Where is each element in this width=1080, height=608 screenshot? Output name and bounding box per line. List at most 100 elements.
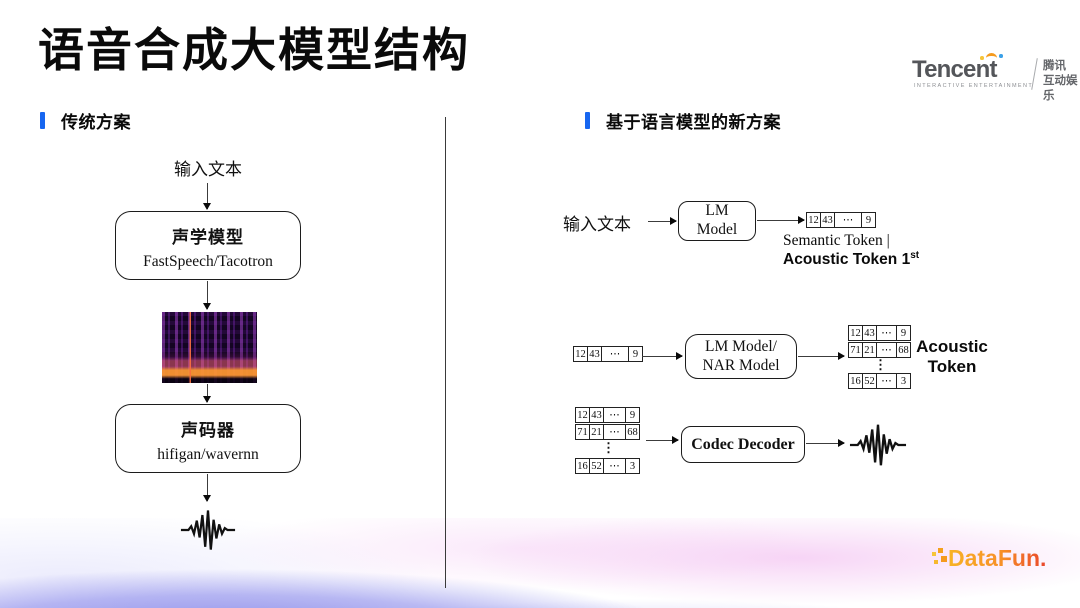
lm-nar-line2: NAR Model xyxy=(702,356,780,374)
datafun-pixel-icon xyxy=(941,556,947,562)
right-section-title: 基于语言模型的新方案 xyxy=(606,112,781,132)
tencent-chinese-name: 腾讯 互动娱乐 xyxy=(1043,59,1080,104)
token-row: 12 43 ⋯ 9 xyxy=(575,407,640,423)
lm-model-box: LM Model xyxy=(678,201,756,241)
token-cell: 12 xyxy=(574,347,588,361)
arrow-right-icon xyxy=(806,439,845,448)
tencent-logo: Tencent INTERACTIVE ENTERTAINMENT 腾讯 互动娱… xyxy=(912,53,1080,104)
datafun-wordmark: DataFun. xyxy=(948,545,1047,571)
tencent-cn-line2: 互动娱乐 xyxy=(1043,74,1078,102)
tencent-blue-dot-icon xyxy=(999,54,1003,58)
token-cell: 52 xyxy=(863,374,877,388)
acoustic-model-subtitle: FastSpeech/Tacotron xyxy=(143,253,273,270)
blue-bar-icon xyxy=(40,111,45,129)
token-cell: 3 xyxy=(900,375,907,387)
acoustic-model-box: 声学模型 FastSpeech/Tacotron xyxy=(115,211,301,280)
token-row: 71 21 ⋯ 68 xyxy=(848,342,911,358)
right-input-text-label: 输入文本 xyxy=(563,215,631,234)
token-cell: 43 xyxy=(588,347,602,361)
acoustic-token-1st-text: Acoustic Token 1 xyxy=(783,251,911,269)
tencent-yellow-dot-icon xyxy=(980,56,984,60)
token-row: 12 43 ⋯ 9 xyxy=(848,325,911,341)
vocoder-title: 声码器 xyxy=(181,421,235,440)
lm-nar-model-box: LM Model/ NAR Model xyxy=(685,334,797,379)
token-cell: 9 xyxy=(900,327,907,339)
token-row: 16 52 ⋯ 3 xyxy=(848,373,911,389)
token-cell: 16 xyxy=(849,374,863,388)
lm-model-line1: LM xyxy=(705,202,729,220)
token-cell: ⋯ xyxy=(604,408,626,422)
token-cell: ⋯ xyxy=(835,213,862,227)
token-row: 12 43 ⋯ 9 xyxy=(806,212,876,228)
lm-model-line2: Model xyxy=(696,221,738,238)
token-cell: 52 xyxy=(590,459,604,473)
token-cell: 9 xyxy=(632,348,639,360)
token-cell: 21 xyxy=(863,343,877,357)
lm-nar-line1: LM Model/ xyxy=(705,337,777,355)
token-cell: 12 xyxy=(807,213,821,227)
page-title: 语音合成大模型结构 xyxy=(38,24,470,76)
token-cell: 12 xyxy=(576,408,590,422)
token-cell: 71 xyxy=(576,425,590,439)
semantic-token-label: Semantic Token | xyxy=(783,232,890,249)
left-input-text-label: 输入文本 xyxy=(174,160,242,179)
arrow-down-icon xyxy=(202,384,211,403)
datafun-pixel-icon xyxy=(932,552,936,556)
acoustic-token-line2: Token xyxy=(927,356,977,376)
codec-decoder-box: Codec Decoder xyxy=(681,426,805,463)
tencent-arc-icon xyxy=(986,53,997,63)
arrow-right-icon xyxy=(757,216,805,225)
blue-bar-icon xyxy=(585,111,590,129)
token-cell: 71 xyxy=(849,343,863,357)
token-cell: 43 xyxy=(590,408,604,422)
left-section-title: 传统方案 xyxy=(61,112,131,132)
datafun-pixel-icon xyxy=(938,548,943,553)
vertical-divider xyxy=(445,117,446,588)
acoustic-token-line1: Acoustic xyxy=(916,337,988,356)
datafun-pixel-icon xyxy=(934,560,938,564)
token-cell: ⋯ xyxy=(604,425,626,439)
acoustic-token-1st-sup: st xyxy=(910,250,920,261)
token-cell: 43 xyxy=(821,213,835,227)
token-cell: 12 xyxy=(849,326,863,340)
token-cell: 9 xyxy=(865,214,872,226)
tencent-tagline: INTERACTIVE ENTERTAINMENT xyxy=(914,83,1034,89)
arrow-right-icon xyxy=(648,217,677,226)
acoustic-token-label: Acoustic Token xyxy=(912,337,992,376)
token-cell: 3 xyxy=(629,460,636,472)
waveform-icon xyxy=(849,424,907,466)
token-cell: 9 xyxy=(629,409,636,421)
tencent-wordmark: Tencent xyxy=(912,56,997,83)
token-row: 16 52 ⋯ 3 xyxy=(575,458,640,474)
token-cell: ⋯ xyxy=(602,347,629,361)
mel-spectrogram-image xyxy=(162,312,257,383)
token-cell: 16 xyxy=(576,459,590,473)
vocoder-box: 声码器 hifigan/wavernn xyxy=(115,404,301,473)
tencent-divider xyxy=(1031,58,1038,90)
vocoder-subtitle: hifigan/wavernn xyxy=(157,446,259,463)
token-cell: ⋯ xyxy=(877,343,897,357)
token-cell: ⋯ xyxy=(877,374,897,388)
token-row: 12 43 ⋯ 9 xyxy=(573,346,643,362)
arrow-right-icon xyxy=(646,436,679,445)
arrow-right-icon xyxy=(642,352,683,361)
token-cell: ⋯ xyxy=(604,459,626,473)
right-section-header: 基于语言模型的新方案 xyxy=(585,110,781,132)
arrow-down-icon xyxy=(202,281,211,310)
token-cell: 68 xyxy=(627,426,638,438)
bottom-wave-decoration xyxy=(0,518,1080,608)
arrow-down-icon xyxy=(202,183,211,210)
token-cell: ⋯ xyxy=(877,326,897,340)
token-row: 71 21 ⋯ 68 xyxy=(575,424,640,440)
tencent-cn-line1: 腾讯 xyxy=(1043,60,1066,72)
waveform-icon xyxy=(180,510,236,550)
acoustic-model-title: 声学模型 xyxy=(172,228,244,247)
token-cell: 43 xyxy=(863,326,877,340)
left-section-header: 传统方案 xyxy=(40,110,131,132)
token-cell: 21 xyxy=(590,425,604,439)
vertical-ellipsis: ⋮ xyxy=(602,440,615,455)
vertical-ellipsis: ⋮ xyxy=(874,357,887,372)
token-cell: 68 xyxy=(898,344,909,356)
datafun-logo: DataFun. xyxy=(930,543,1070,579)
